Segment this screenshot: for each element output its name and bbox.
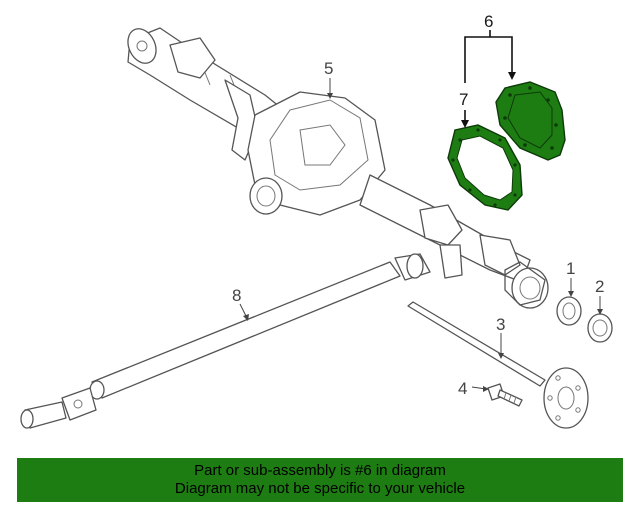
axle-shaft[interactable] [407, 301, 589, 429]
cover-gasket[interactable] [447, 124, 523, 211]
callout-8[interactable]: 8 [232, 286, 241, 305]
axle-bearing[interactable] [556, 296, 582, 326]
callout-2[interactable]: 2 [595, 277, 604, 296]
differential-cover[interactable] [495, 81, 566, 161]
callout-1[interactable]: 1 [566, 259, 575, 278]
callout-3[interactable]: 3 [496, 315, 505, 334]
axle-housing[interactable] [123, 24, 549, 309]
wheel-stud[interactable] [487, 383, 523, 407]
leader-lines [239, 30, 603, 392]
banner-line-part: Part or sub-assembly is #6 in diagram [194, 462, 446, 479]
banner-line-disclaimer: Diagram may not be specific to your vehi… [174, 480, 466, 497]
callout-7[interactable]: 7 [459, 90, 468, 109]
axle-seal[interactable] [587, 313, 613, 343]
part-notice-banner: Part or sub-assembly is #6 in diagram Di… [17, 458, 623, 502]
drive-shaft[interactable] [20, 253, 431, 429]
callout-6[interactable]: 6 [484, 12, 493, 31]
callout-5[interactable]: 5 [324, 59, 333, 78]
callout-4[interactable]: 4 [458, 379, 467, 398]
